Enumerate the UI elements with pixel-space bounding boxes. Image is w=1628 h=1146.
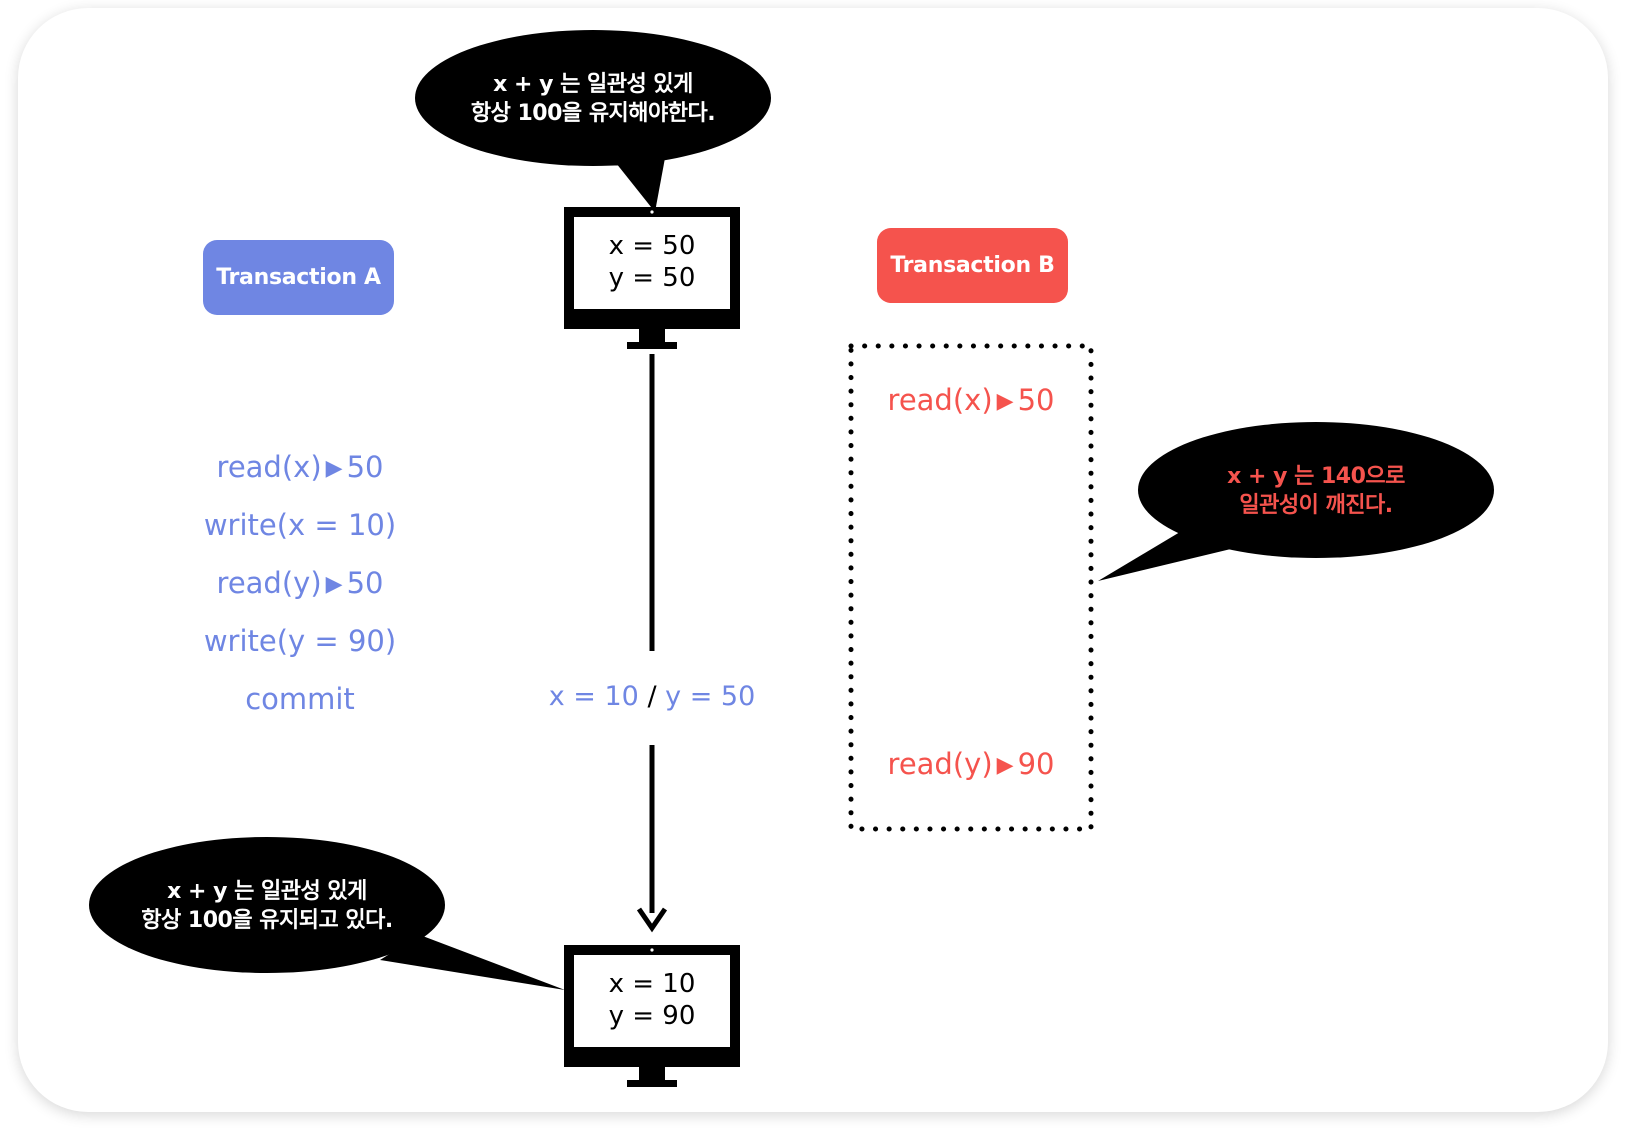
op-text: read(x) — [216, 450, 322, 484]
bubble-right — [1098, 422, 1494, 581]
transaction-a-op-1: read(x)▶50 — [180, 450, 420, 484]
op-text: read(x) — [887, 383, 993, 417]
op-text: read(y) — [887, 747, 993, 781]
bubble-top-line1: x + y 는 일관성 있게 — [493, 72, 693, 97]
play-arrow-icon: ▶ — [325, 456, 343, 481]
transaction-b-op-2: read(y)▶90 — [851, 747, 1091, 781]
flow-arrow — [636, 354, 668, 933]
middle-state-x: x = 10 — [548, 681, 639, 712]
bubble-top-text: x + y 는 일관성 있게 항상 100을 유지해야한다. — [443, 70, 743, 128]
op-result: 50 — [346, 450, 384, 484]
bubble-bottom-text: x + y 는 일관성 있게 항상 100을 유지되고 있다. — [117, 877, 417, 935]
db-bottom-values: x = 10 y = 90 — [574, 968, 730, 1032]
play-arrow-icon: ▶ — [996, 389, 1014, 414]
op-text: write(y = 90) — [203, 624, 397, 658]
op-text: write(x = 10) — [203, 508, 397, 542]
play-arrow-icon: ▶ — [996, 753, 1014, 778]
db-bottom-x: x = 10 — [608, 969, 696, 999]
middle-state: x = 10 / y = 50 — [532, 681, 772, 712]
db-top-y: y = 50 — [608, 263, 696, 293]
transaction-b-label: Transaction B — [877, 228, 1068, 303]
db-bottom-y: y = 90 — [608, 1001, 696, 1031]
op-text: commit — [245, 682, 355, 716]
transaction-a-op-2: write(x = 10) — [180, 508, 420, 542]
transaction-a-label: Transaction A — [203, 240, 394, 315]
op-result: 50 — [346, 566, 384, 600]
op-result: 90 — [1017, 747, 1055, 781]
db-monitor-bottom — [564, 945, 740, 1087]
bubble-top-line2: 항상 100을 유지해야한다. — [470, 101, 716, 126]
bubble-right-text: x + y 는 140으로 일관성이 깨진다. — [1166, 462, 1466, 520]
bubble-right-line1: x + y 는 140으로 — [1227, 464, 1405, 489]
op-text: read(y) — [216, 566, 322, 600]
db-monitor-top — [564, 207, 740, 349]
bubble-right-line2: 일관성이 깨진다. — [1239, 493, 1393, 518]
play-arrow-icon: ▶ — [325, 572, 343, 597]
transaction-a-op-5: commit — [180, 682, 420, 716]
db-top-x: x = 50 — [608, 231, 696, 261]
bubble-bottom — [89, 837, 565, 990]
middle-state-y: y = 50 — [665, 681, 756, 712]
transaction-a-op-3: read(y)▶50 — [180, 566, 420, 600]
op-result: 50 — [1017, 383, 1055, 417]
db-top-values: x = 50 y = 50 — [574, 230, 730, 294]
transaction-b-dotted-box — [848, 343, 1094, 832]
transaction-b-op-1: read(x)▶50 — [851, 383, 1091, 417]
middle-state-sep: / — [647, 681, 657, 712]
transaction-a-op-4: write(y = 90) — [180, 624, 420, 658]
bubble-bottom-line2: 항상 100을 유지되고 있다. — [141, 908, 393, 933]
bubble-bottom-line1: x + y 는 일관성 있게 — [167, 879, 367, 904]
bubble-top — [415, 30, 771, 212]
